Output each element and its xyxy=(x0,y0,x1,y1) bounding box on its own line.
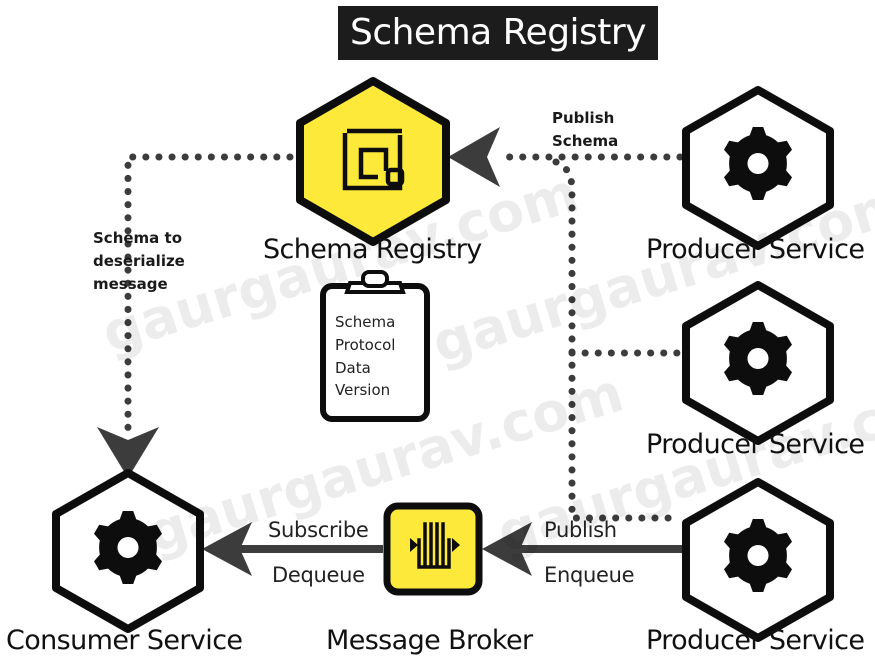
producer-node-1 xyxy=(682,86,834,250)
clipboard-line-version: Version xyxy=(335,381,391,399)
broker-label: Message Broker xyxy=(326,625,533,656)
enqueue-label: Enqueue xyxy=(544,563,635,587)
clipboard-icon xyxy=(320,270,430,422)
clipboard-line-schema: Schema xyxy=(335,313,396,331)
producer-node-3 xyxy=(682,478,834,642)
arrowhead-into-consumer xyxy=(97,427,159,478)
schema-registry-node xyxy=(296,77,450,246)
producer-label-1: Producer Service xyxy=(646,234,865,265)
message-broker-node xyxy=(383,502,483,596)
queue-icon xyxy=(410,522,460,569)
dequeue-label: Dequeue xyxy=(272,563,365,587)
connector-producers-to-registry xyxy=(496,153,684,522)
schema-registry-label: Schema Registry xyxy=(263,234,482,265)
page-title: Schema Registry xyxy=(349,12,647,53)
publish-schema-label: Publish Schema xyxy=(552,109,619,150)
arrow-broker-to-consumer xyxy=(202,522,383,576)
schema-to-deserialize-label: Schema to deserialize message xyxy=(93,229,185,293)
clipboard-line-data: Data xyxy=(335,359,371,377)
producer-label-3: Producer Service xyxy=(646,625,865,656)
arrowhead-into-registry xyxy=(448,127,500,187)
consumer-node xyxy=(52,469,204,633)
connector-schema-to-consumer xyxy=(124,153,294,436)
producer-node-2 xyxy=(682,281,834,445)
publish-label: Publish xyxy=(544,518,617,542)
title-banner xyxy=(338,6,658,60)
clipboard-line-protocol: Protocol xyxy=(335,336,396,354)
arrow-producer-to-broker xyxy=(482,522,690,576)
subscribe-label: Subscribe xyxy=(268,518,369,542)
producer-label-2: Producer Service xyxy=(646,429,865,460)
consumer-label: Consumer Service xyxy=(6,625,243,656)
registry-icon xyxy=(342,128,405,191)
